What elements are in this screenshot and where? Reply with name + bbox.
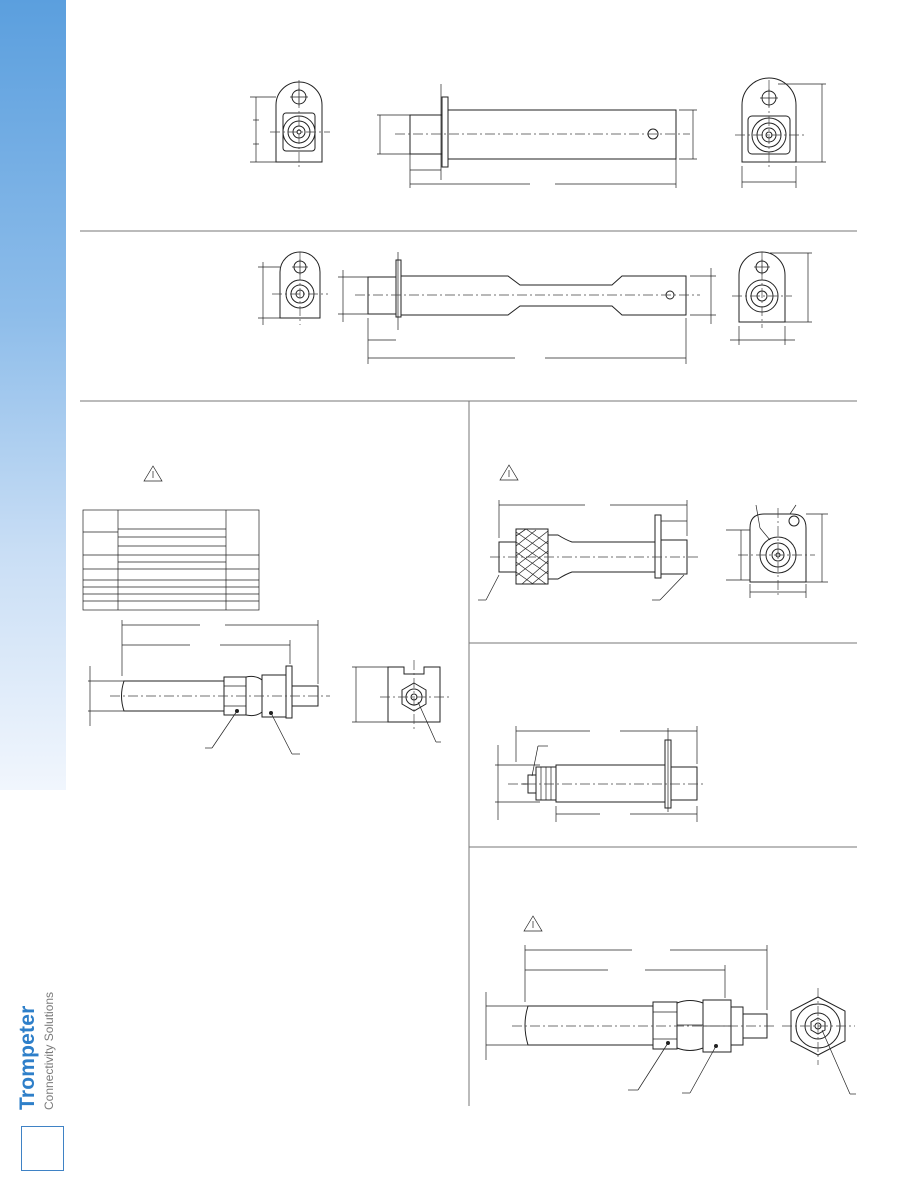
drawing-1-rear-view [735, 77, 826, 188]
drawing-5-side-view [495, 726, 705, 822]
drawing-1-front-view [250, 80, 330, 168]
drawing-2-front-view [258, 251, 328, 325]
drawing-1-side-view [377, 84, 697, 188]
section-dividers [80, 230, 857, 1106]
drawing-3-side-view [88, 620, 330, 755]
revision-mark-icon [499, 464, 519, 481]
sidebar-gradient-band [0, 0, 66, 790]
drawing-2-rear-view [730, 251, 812, 345]
drawing-4-side-view [478, 500, 700, 601]
page-number-box [21, 1126, 64, 1171]
drawing-4-end-view [726, 504, 828, 598]
revision-mark-icon [143, 465, 163, 482]
dimension-table [82, 509, 260, 611]
drawing-6-end-view [782, 988, 856, 1095]
drawing-3-end-view [352, 660, 450, 743]
revision-mark-icon [523, 915, 543, 932]
drawing-2-side-view [338, 252, 716, 364]
drawing-6-side-view [485, 945, 775, 1094]
